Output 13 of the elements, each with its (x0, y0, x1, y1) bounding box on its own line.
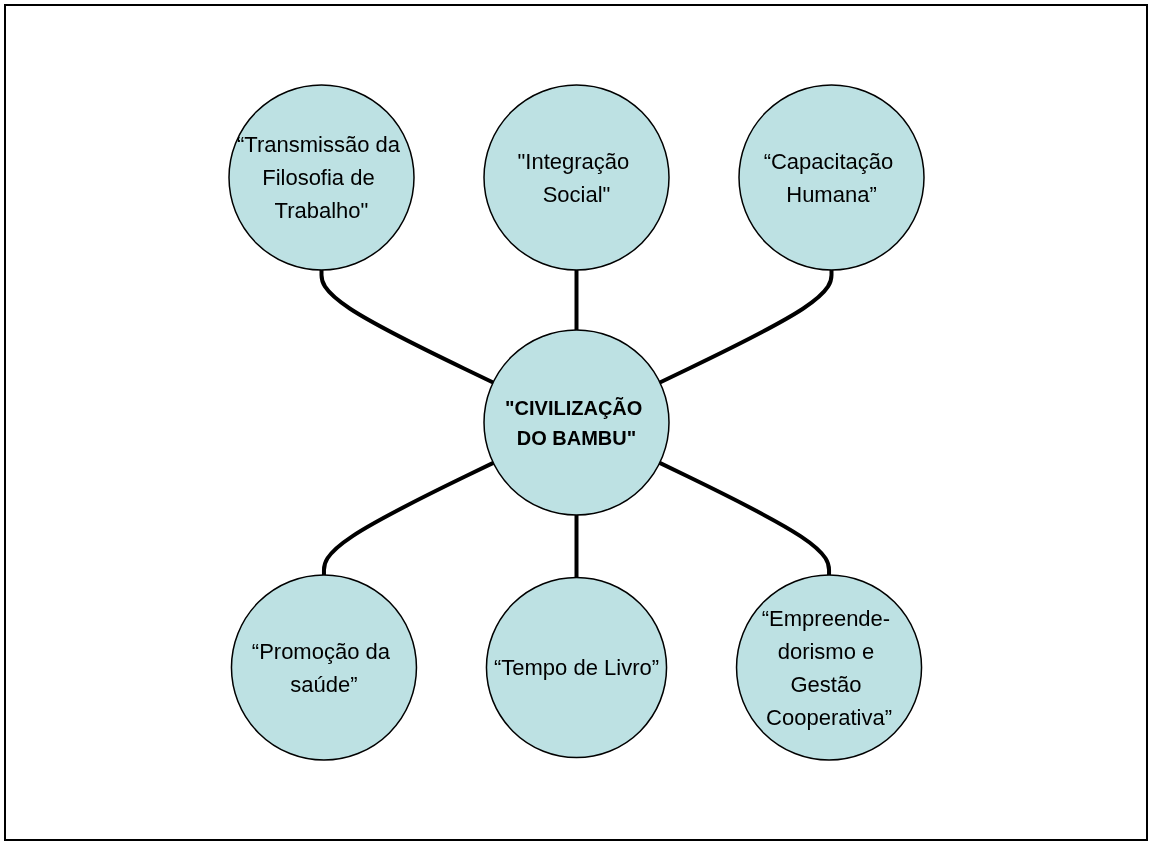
node-circle: “Promoção da saúde” (230, 574, 417, 761)
connector (658, 270, 833, 385)
node-circle: “Transmissão da Filosofia de Trabalho" (227, 84, 415, 271)
connector (574, 270, 578, 330)
node-circle: “Capacitação Humana” (737, 84, 925, 271)
node-circle: "Integração Social" (482, 84, 670, 271)
node-circle: “Tempo de Livro” (485, 576, 667, 759)
connector (321, 461, 494, 575)
connector (319, 270, 494, 385)
node-circle: "CIVILIZAÇÃO DO BAMBU" (482, 329, 670, 516)
connector (658, 461, 831, 575)
node-circle: “Empreende- dorismo e Gestão Cooperativa” (735, 574, 922, 761)
connector (574, 515, 578, 578)
